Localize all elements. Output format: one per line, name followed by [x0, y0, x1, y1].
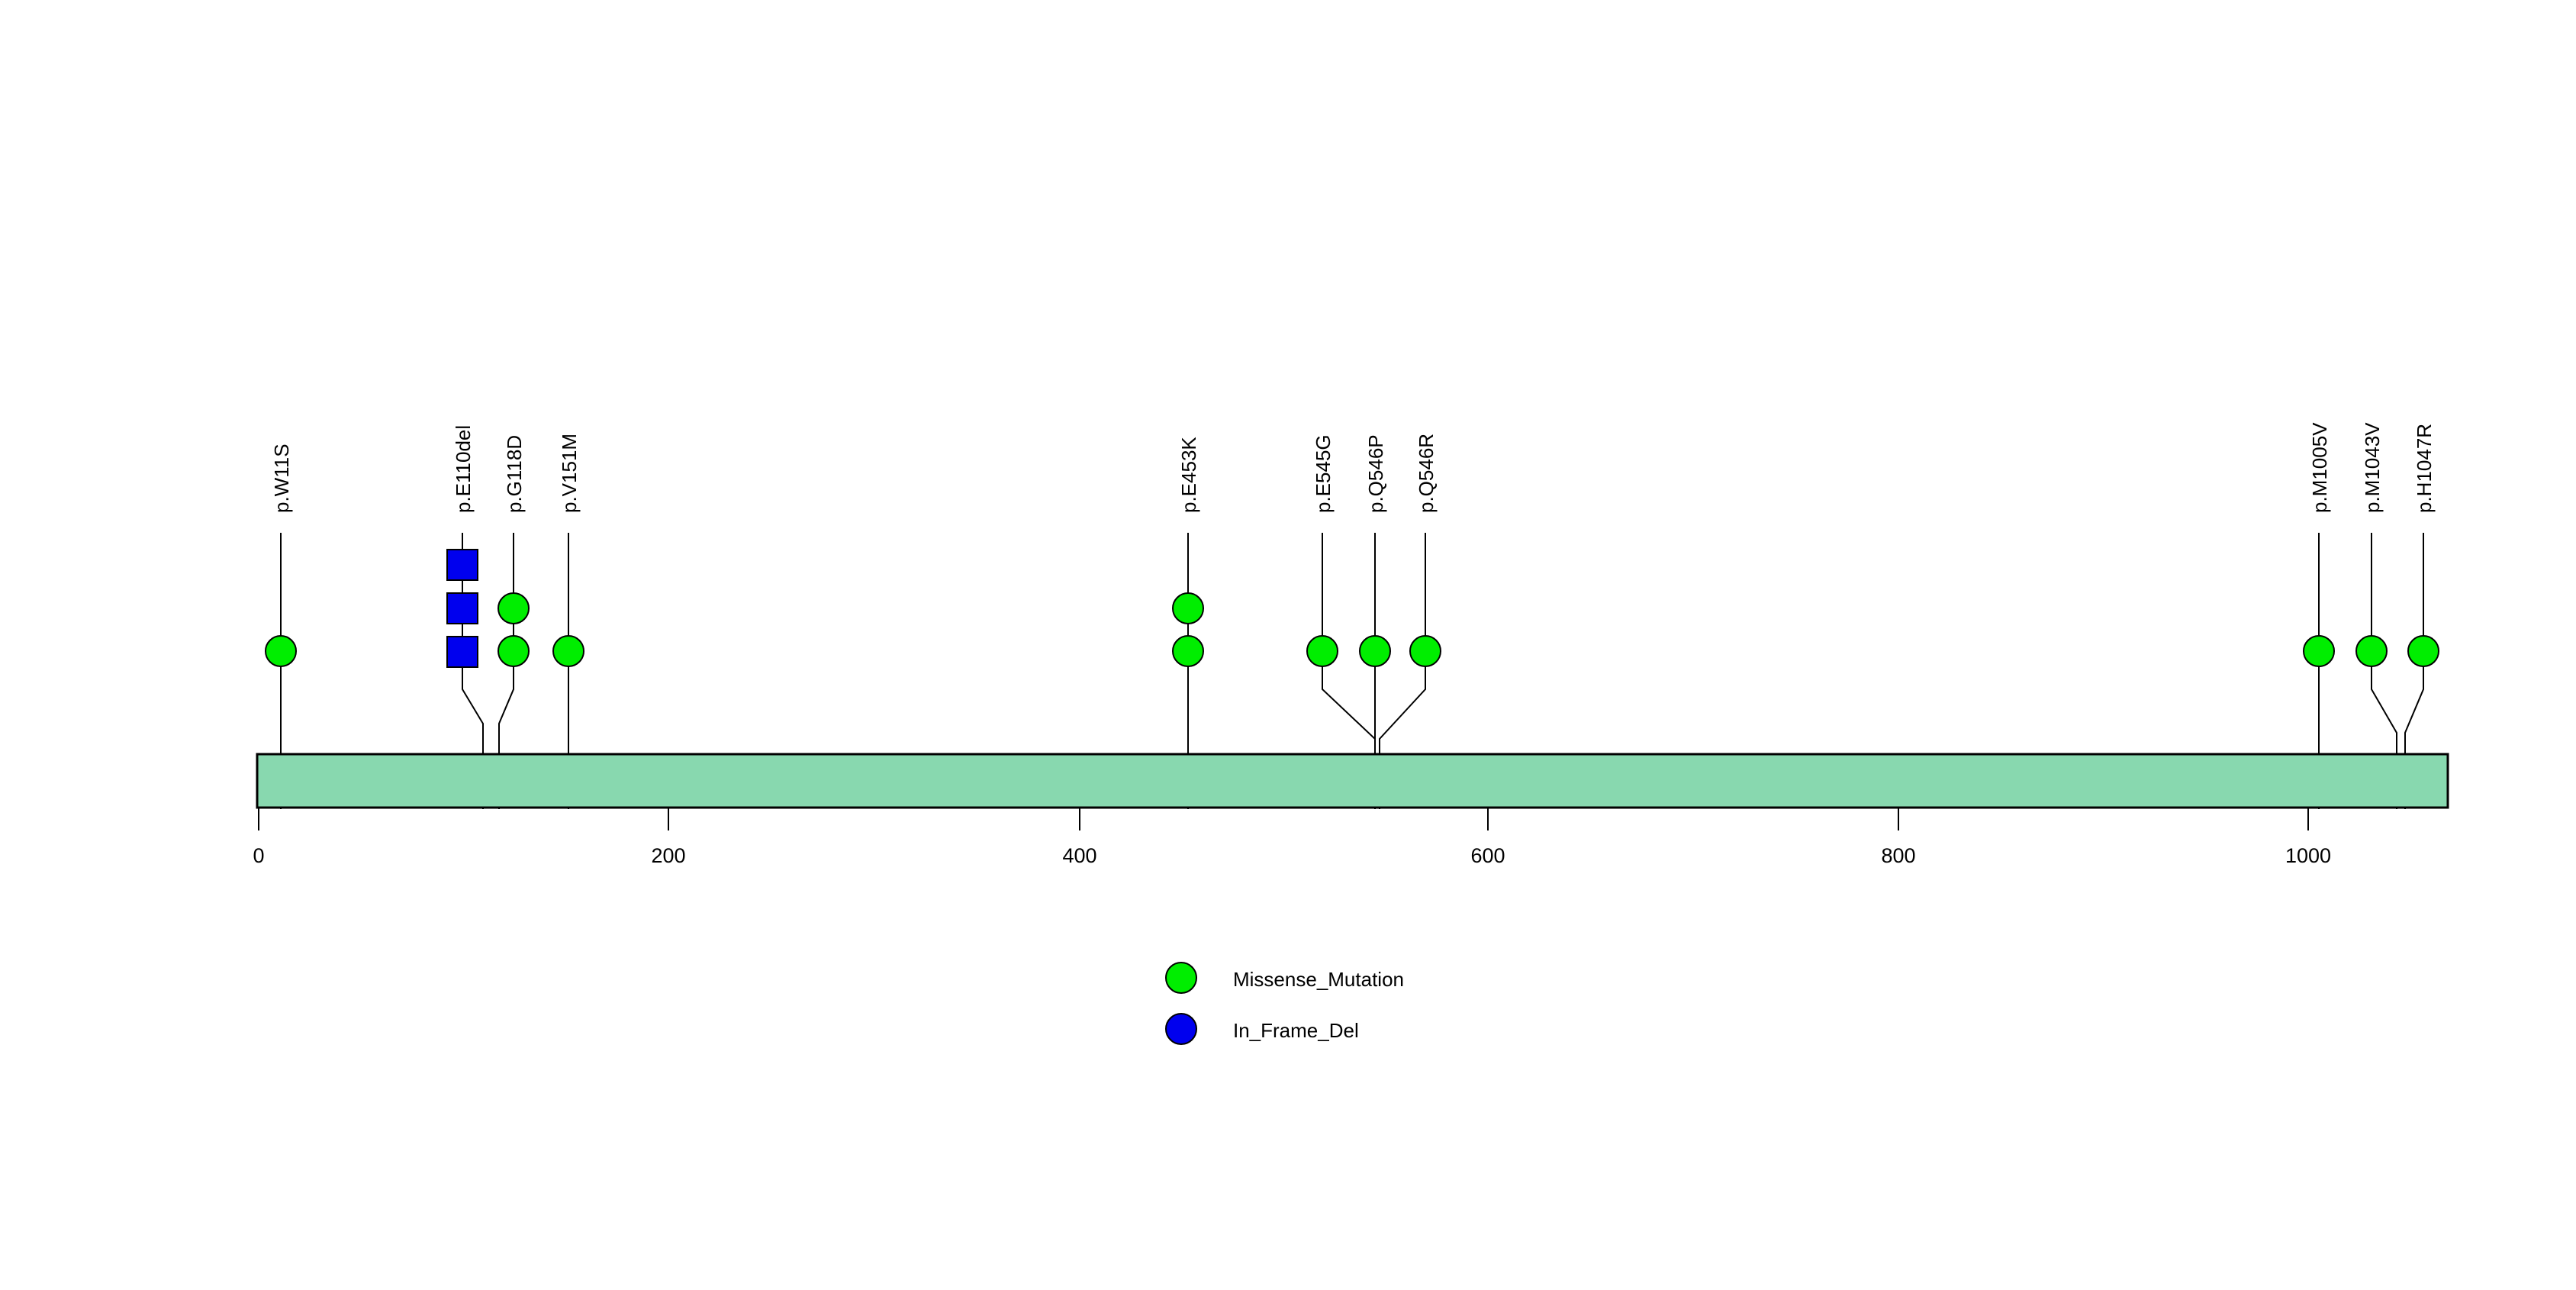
- axis-label-800: 800: [1881, 844, 1915, 867]
- mutation-label-g118d: p.G118D: [503, 435, 526, 513]
- mutation-label-h1047r: p.H1047R: [2413, 424, 2436, 513]
- mutation-marker-m1043v-1[interactable]: [2355, 635, 2388, 667]
- axis-label-400: 400: [1062, 844, 1096, 867]
- legend-label-in-frame-del: In_Frame_Del: [1233, 1019, 1359, 1042]
- legend-swatch-missense-mutation[interactable]: [1165, 962, 1197, 994]
- mutation-label-e110del: p.E110del: [452, 425, 475, 513]
- mutation-marker-e453k-2[interactable]: [1172, 592, 1204, 624]
- mutation-label-e545g: p.E545G: [1312, 434, 1335, 513]
- mutation-marker-q546p-1[interactable]: [1359, 635, 1391, 667]
- mutation-label-m1005v: p.M1005V: [2308, 422, 2331, 513]
- mutation-label-q546p: p.Q546P: [1364, 434, 1387, 513]
- mutation-label-q546r: p.Q546R: [1415, 434, 1438, 513]
- mutation-marker-g118d-1[interactable]: [497, 635, 530, 667]
- mutation-marker-q546r-1[interactable]: [1409, 635, 1441, 667]
- mutation-marker-v151m-1[interactable]: [552, 635, 584, 667]
- axis-tick-labels: 0 200 400 600 800 1000: [253, 844, 2331, 867]
- legend-label-missense-mutation: Missense_Mutation: [1233, 968, 1404, 991]
- mutation-label-v151m: p.V151M: [558, 434, 581, 513]
- axis-label-0: 0: [253, 844, 264, 867]
- mutation-marker-g118d-2[interactable]: [497, 592, 530, 624]
- protein-domain-bar: [256, 753, 2449, 809]
- axis-label-600: 600: [1470, 844, 1505, 867]
- mutation-markers: [265, 549, 2439, 668]
- mutation-label-m1043v: p.M1043V: [2361, 422, 2384, 513]
- mutation-marker-e110del-2[interactable]: [446, 592, 478, 624]
- axis-label-200: 200: [651, 844, 685, 867]
- axis-label-1000: 1000: [2285, 844, 2331, 867]
- legend-swatch-in-frame-del[interactable]: [1165, 1013, 1197, 1045]
- mutation-marker-w11s-1[interactable]: [265, 635, 297, 667]
- mutation-marker-m1005v-1[interactable]: [2303, 635, 2335, 667]
- mutation-marker-e110del-1[interactable]: [446, 636, 478, 668]
- mutation-marker-e110del-3[interactable]: [446, 549, 478, 581]
- mutation-label-e453k: p.E453K: [1177, 437, 1200, 513]
- mutation-label-w11s: p.W11S: [270, 443, 293, 513]
- mutation-marker-e453k-1[interactable]: [1172, 635, 1204, 667]
- mutation-marker-e545g-1[interactable]: [1306, 635, 1338, 667]
- mutation-marker-h1047r-1[interactable]: [2407, 635, 2439, 667]
- mutation-labels: p.W11S p.E110del p.G118D p.V151M p.E453K…: [270, 422, 2436, 513]
- axis-ticks: [258, 808, 2309, 830]
- legend: Missense_Mutation In_Frame_Del: [1165, 962, 1404, 1045]
